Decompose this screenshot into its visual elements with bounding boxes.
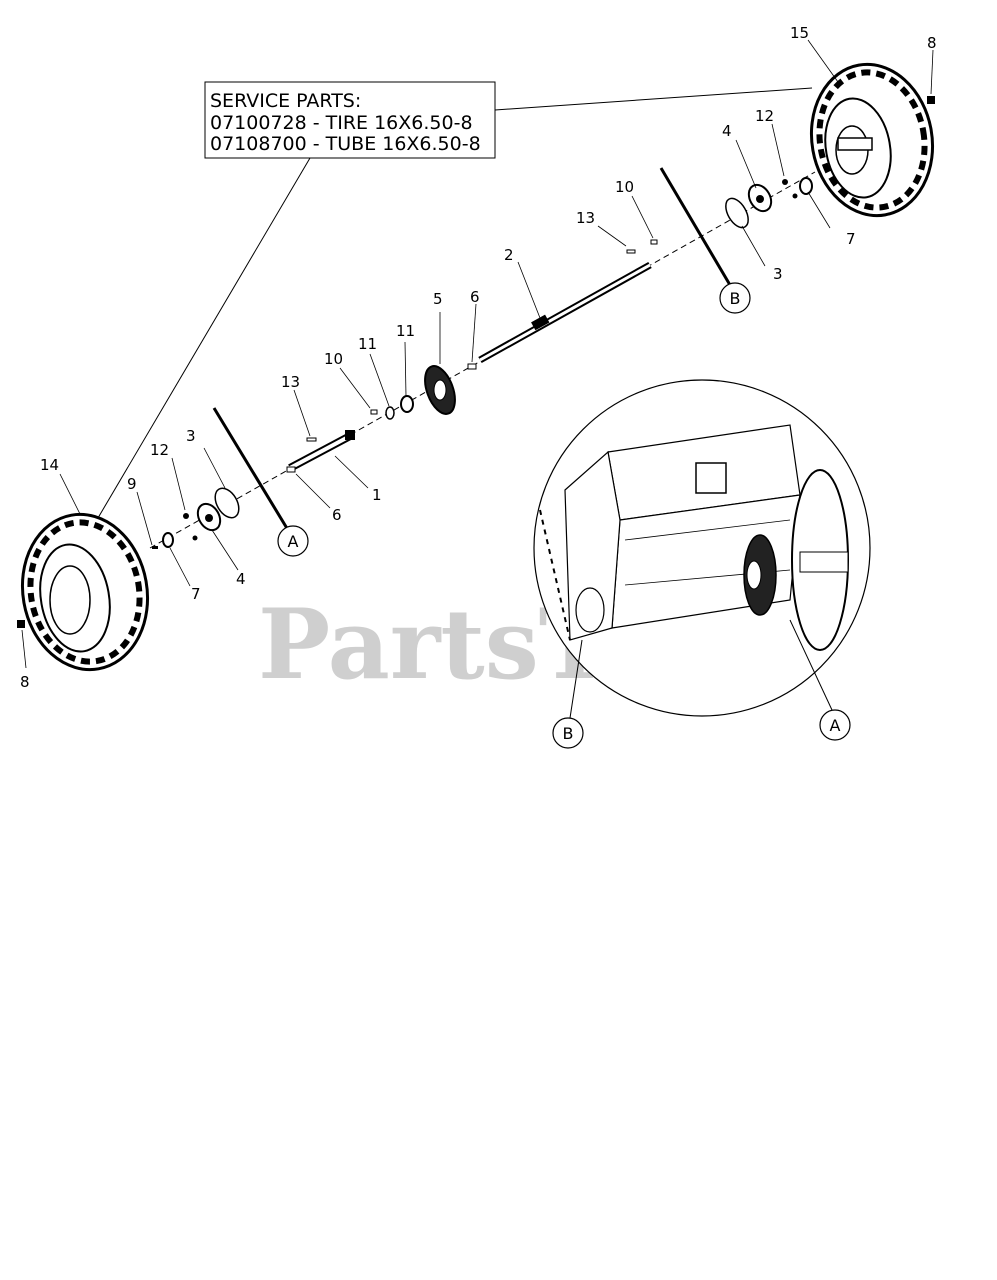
part-13-right — [626, 249, 636, 254]
callout-6-upper: 6 — [470, 288, 480, 306]
callout-4-left: 4 — [236, 570, 246, 588]
washer-11-a — [385, 406, 395, 420]
marker-a-inset: A — [830, 716, 841, 735]
callout-leaders — [21, 39, 934, 669]
part-12-right — [782, 179, 788, 185]
axle-shaft-2 — [478, 261, 652, 364]
callout-3-right: 3 — [773, 265, 783, 283]
service-leader-left — [84, 157, 311, 541]
left-tire — [20, 512, 150, 672]
gear-part-5 — [424, 363, 477, 415]
callout-9: 9 — [127, 475, 137, 493]
part-3-left — [214, 487, 240, 519]
marker-a-inset-circle — [819, 709, 851, 741]
part-13-left — [306, 437, 317, 442]
part-8-top — [927, 96, 935, 104]
callout-13-right: 13 — [576, 209, 595, 227]
service-part-tire: 07100728 - TIRE 16X6.50-8 — [210, 112, 473, 134]
marker-b-right-circle — [719, 282, 751, 314]
service-parts-box: SERVICE PARTS: 07100728 - TIRE 16X6.50-8… — [204, 81, 496, 159]
callout-6-lower: 6 — [332, 506, 342, 524]
part-10-left — [370, 409, 378, 415]
inset-detail — [533, 379, 871, 717]
marker-b-inset-circle — [552, 717, 584, 749]
callout-8-bottom: 8 — [20, 673, 30, 691]
part-12-left — [183, 513, 189, 519]
service-leader-right — [494, 87, 813, 111]
marker-a-left: A — [288, 532, 299, 551]
callout-8-top: 8 — [927, 34, 937, 52]
callout-7-right: 7 — [846, 230, 856, 248]
callout-10-right: 10 — [615, 178, 634, 196]
part-3-right — [725, 197, 749, 229]
part-6-lower — [286, 466, 296, 473]
callout-13-left: 13 — [281, 373, 300, 391]
inset-leader-a — [789, 619, 833, 711]
callout-14: 14 — [40, 456, 59, 474]
callout-5: 5 — [433, 290, 443, 308]
marker-b-inset: B — [563, 724, 574, 743]
part-7-left — [162, 532, 174, 548]
callout-1: 1 — [372, 486, 382, 504]
part-8-bottom — [17, 620, 25, 628]
callout-11-b: 11 — [396, 322, 415, 340]
pointer-b — [659, 167, 732, 286]
part-9 — [152, 546, 158, 549]
callout-7-left: 7 — [191, 585, 201, 603]
callout-12-right: 12 — [755, 107, 774, 125]
pointer-a — [212, 407, 290, 531]
service-parts-heading: SERVICE PARTS: — [210, 90, 361, 112]
inset-leader-b — [569, 639, 583, 719]
part-7-right — [799, 177, 813, 195]
callout-4-right: 4 — [722, 122, 732, 140]
service-part-tube: 07108700 - TUBE 16X6.50-8 — [210, 133, 481, 155]
callout-3-left: 3 — [186, 427, 196, 445]
callout-2: 2 — [504, 246, 514, 264]
left-hardware — [17, 487, 240, 628]
marker-a-left-circle — [277, 525, 309, 557]
part-6-upper — [467, 363, 477, 370]
callout-10-left: 10 — [324, 350, 343, 368]
callout-12-left: 12 — [150, 441, 169, 459]
right-hardware — [626, 96, 935, 254]
washer-11-b — [400, 395, 414, 413]
part-10-right — [650, 239, 658, 245]
axle-shaft-1 — [286, 409, 378, 473]
right-tire — [809, 62, 935, 218]
callout-11-a: 11 — [358, 335, 377, 353]
marker-b-right: B — [730, 289, 741, 308]
callout-15: 15 — [790, 24, 809, 42]
